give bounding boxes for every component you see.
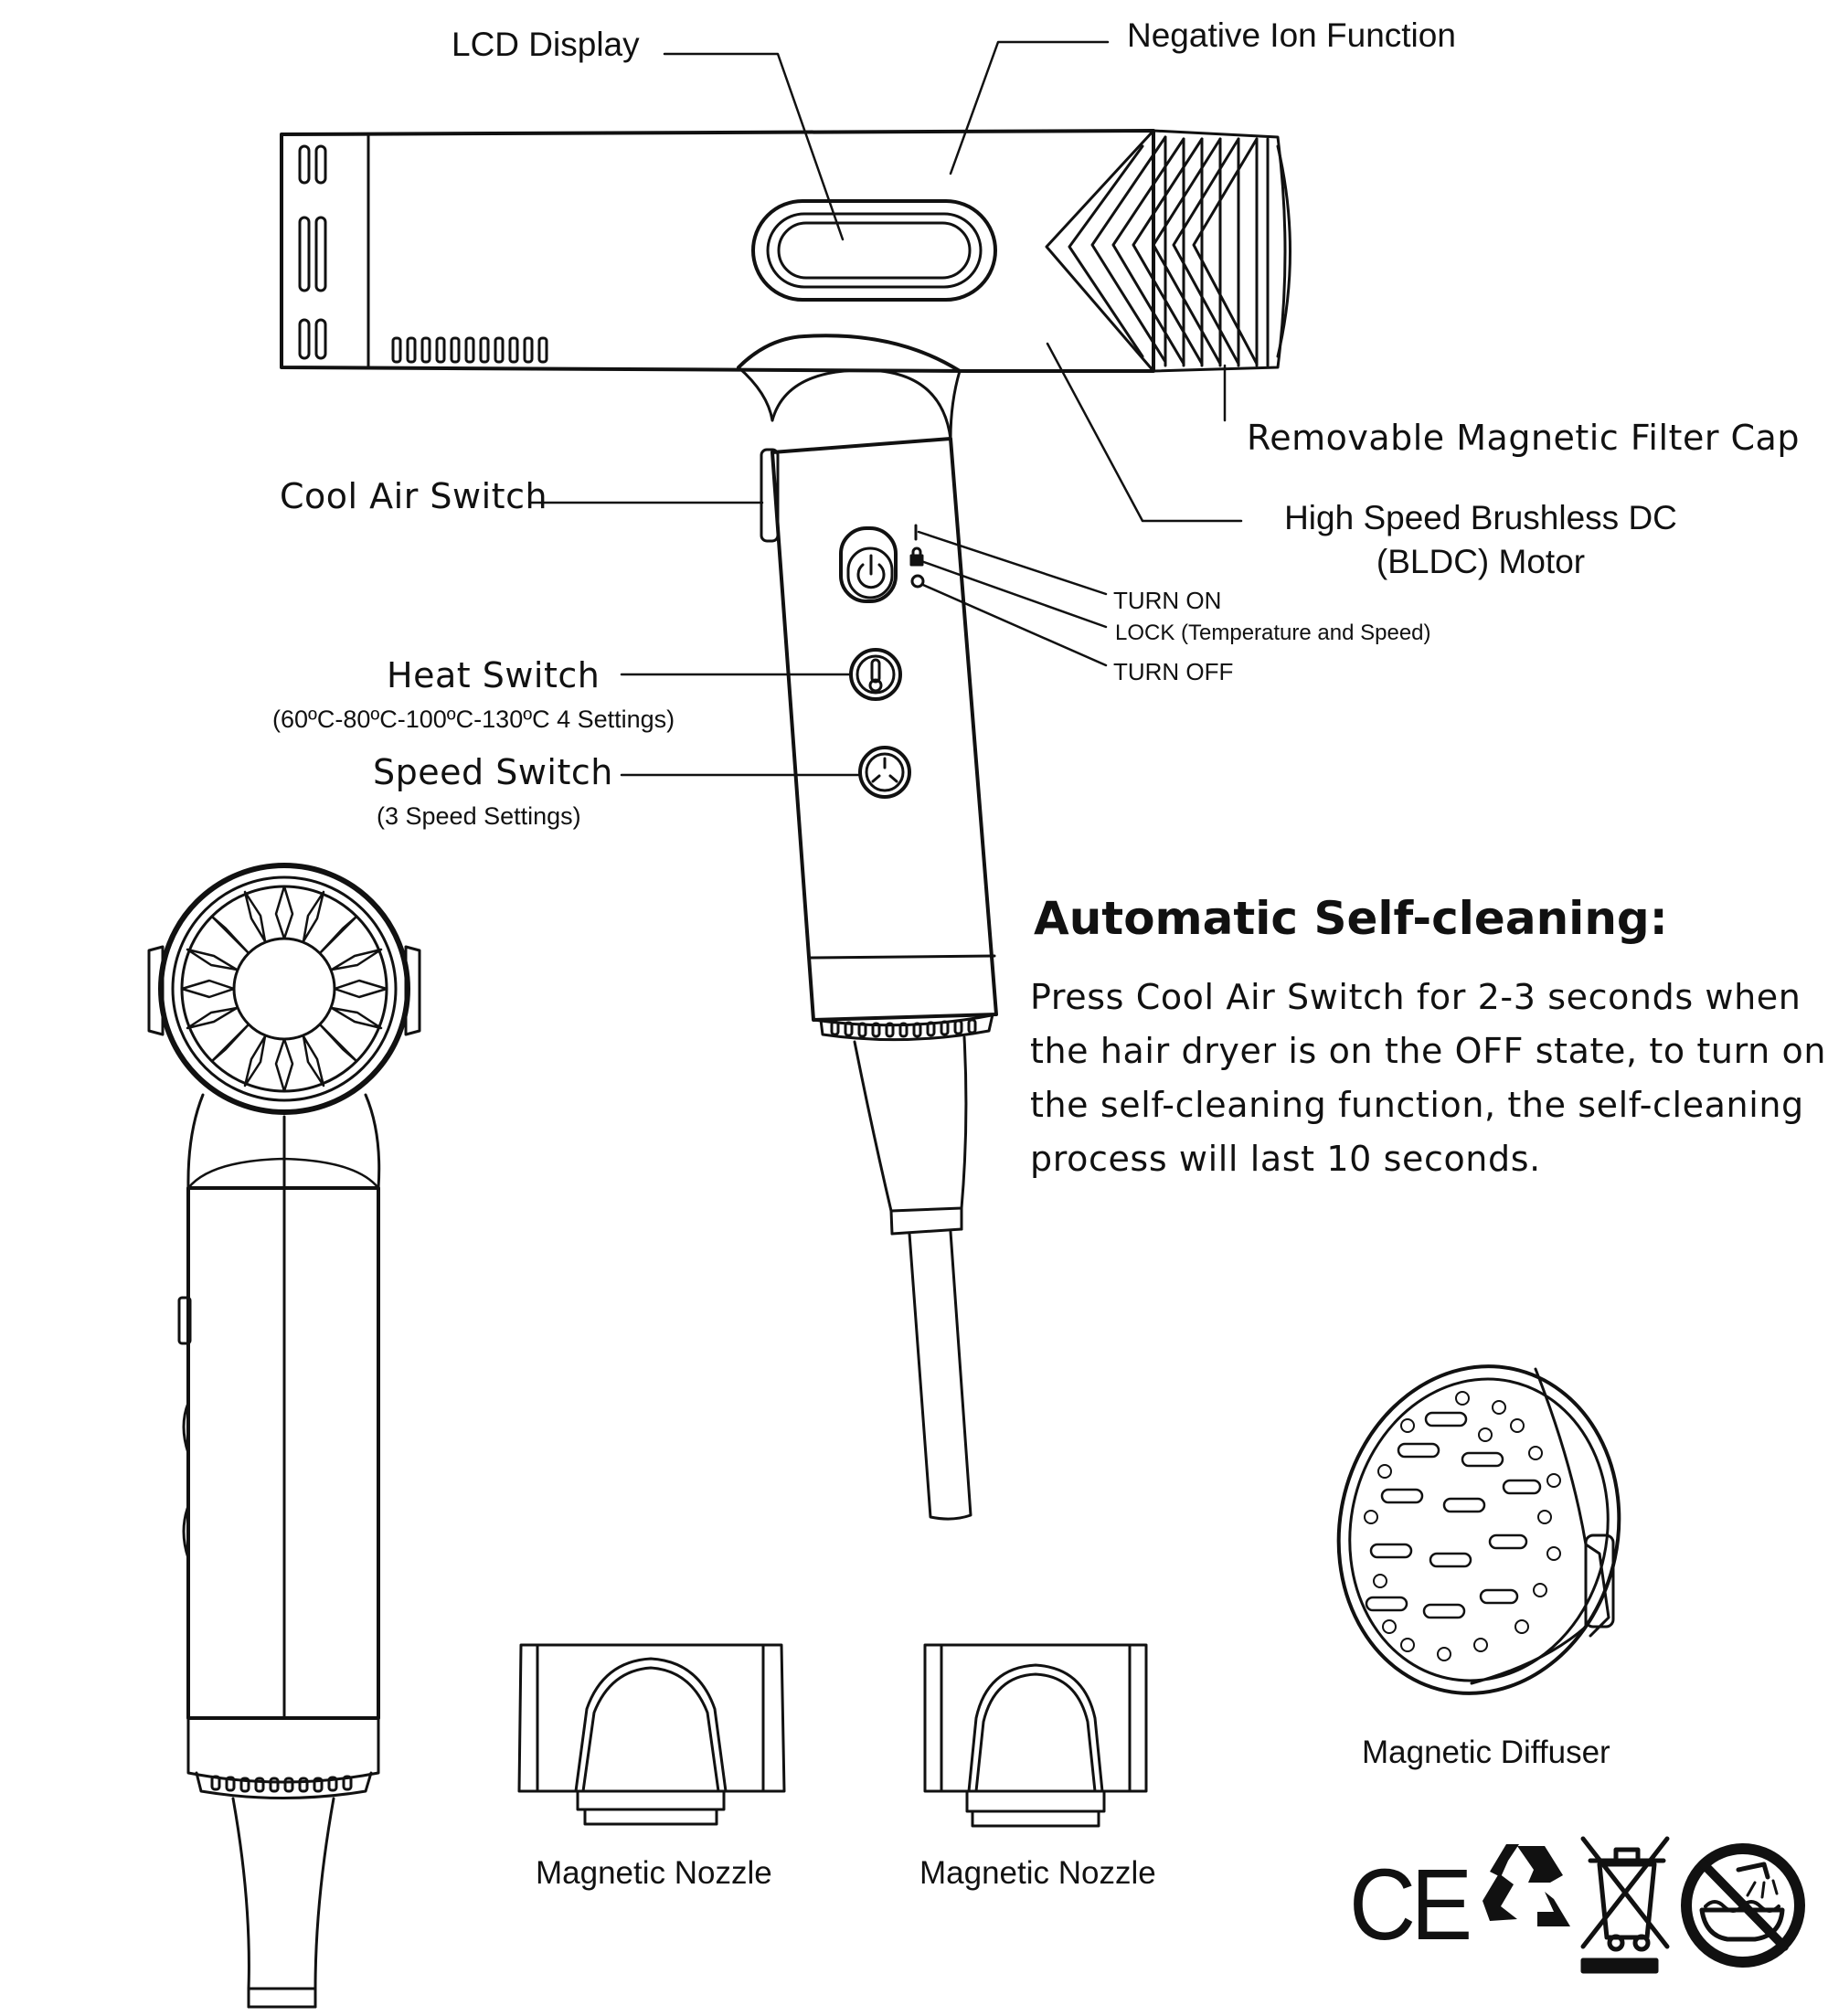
speed-switch-icon xyxy=(858,746,911,799)
label-filter-cap: Removable Magnetic Filter Cap xyxy=(1247,418,1800,458)
label-cool-air-switch: Cool Air Switch xyxy=(280,476,548,516)
label-motor-line1: High Speed Brushless DC xyxy=(1284,499,1677,536)
label-turn-off: TURN OFF xyxy=(1113,658,1234,685)
label-lcd-display: LCD Display xyxy=(452,26,640,63)
dryer-side-view xyxy=(147,863,421,2009)
lock-indicator-icon xyxy=(909,546,924,567)
magnetic-nozzle-1 xyxy=(517,1643,786,1826)
off-indicator-icon xyxy=(910,574,925,589)
label-motor-line2: (BLDC) Motor xyxy=(1376,543,1586,580)
self-cleaning-line: the hair dryer is on the OFF state, to t… xyxy=(1030,1031,1827,1071)
label-diffuser: Magnetic Diffuser xyxy=(1362,1735,1610,1770)
label-turn-on: TURN ON xyxy=(1113,587,1222,614)
power-button-icon xyxy=(839,526,898,603)
diffuser-holes xyxy=(1364,1391,1561,1661)
intake-vents xyxy=(819,1013,994,1042)
self-cleaning-line: process will last 10 seconds. xyxy=(1030,1139,1541,1179)
cool-air-switch xyxy=(760,448,780,543)
side-intake-vents xyxy=(195,1771,373,1799)
weee-crossed-bin-icon xyxy=(1580,1836,1670,1974)
filter-cap xyxy=(1045,129,1291,373)
side-vents xyxy=(391,336,548,364)
label-heat-settings: (60ºC-80ºC-100ºC-130ºC 4 Settings) xyxy=(272,706,675,733)
magnetic-nozzle-2 xyxy=(923,1643,1148,1828)
magnetic-diffuser xyxy=(1336,1364,1621,1695)
outlet-vents xyxy=(298,144,327,360)
label-nozzle-2: Magnetic Nozzle xyxy=(919,1855,1156,1891)
label-lock: LOCK (Temperature and Speed) xyxy=(1115,621,1431,645)
diffuser-prongs xyxy=(1365,1411,1542,1619)
ce-mark-icon: CE xyxy=(1349,1849,1472,1961)
label-heat-switch: Heat Switch xyxy=(387,655,600,695)
recycle-icon xyxy=(1483,1844,1570,1926)
lcd-display-window xyxy=(751,199,997,302)
self-cleaning-description: Press Cool Air Switch for 2-3 seconds wh… xyxy=(1030,971,1827,1186)
self-cleaning-heading: Automatic Self-cleaning: xyxy=(1034,892,1668,945)
fan-blades xyxy=(180,885,388,1093)
self-cleaning-line: the self-cleaning function, the self-cle… xyxy=(1030,1085,1804,1125)
dryer-top-view xyxy=(280,129,1291,1521)
label-negative-ion: Negative Ion Function xyxy=(1127,16,1456,54)
label-speed-switch: Speed Switch xyxy=(373,752,613,792)
label-nozzle-1: Magnetic Nozzle xyxy=(536,1855,772,1891)
no-bath-water-icon xyxy=(1681,1843,1805,1968)
heat-switch-icon xyxy=(849,648,902,701)
leader-lines xyxy=(528,40,1243,777)
self-cleaning-line: Press Cool Air Switch for 2-3 seconds wh… xyxy=(1030,977,1801,1017)
label-speed-settings: (3 Speed Settings) xyxy=(377,802,581,830)
